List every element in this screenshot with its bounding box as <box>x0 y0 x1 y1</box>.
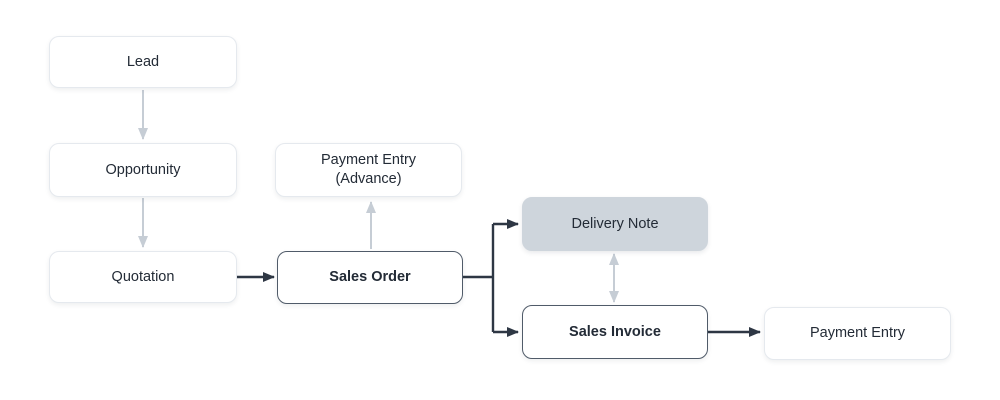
node-delivery-note-label: Delivery Note <box>571 215 659 232</box>
node-payment-entry-label: Payment Entry <box>809 325 906 341</box>
edge-salesorder-branch <box>463 224 495 332</box>
node-payment-entry: Payment Entry <box>764 307 951 360</box>
node-delivery-note: Delivery Note <box>522 197 708 251</box>
node-payment-entry-advance-label: Payment Entry <box>320 152 417 168</box>
node-quotation-label: Quotation <box>111 268 175 285</box>
node-opportunity-label: Opportunity <box>105 161 181 178</box>
node-payment-entry-advance: Payment Entry (Advance) <box>275 143 462 197</box>
node-lead: Lead <box>49 36 237 88</box>
node-sales-order-label: Sales Order <box>329 269 411 285</box>
node-opportunity: Opportunity <box>49 143 237 197</box>
node-quotation: Quotation <box>49 251 237 303</box>
node-sales-order: Sales Order <box>277 251 463 304</box>
node-sales-invoice: Sales Invoice <box>522 305 708 359</box>
node-lead-label: Lead <box>126 53 160 70</box>
node-payment-entry-advance-sublabel: (Advance) <box>335 171 402 187</box>
node-sales-invoice-label: Sales Invoice <box>569 323 661 340</box>
